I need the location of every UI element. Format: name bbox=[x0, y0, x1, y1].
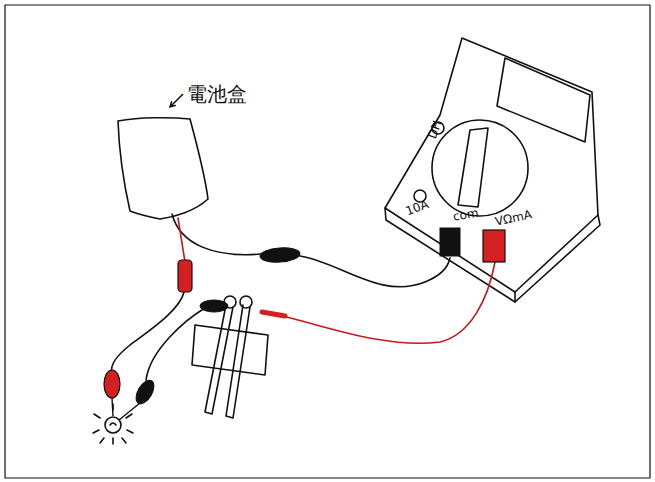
electrode bbox=[226, 305, 250, 418]
jack-label: DH bbox=[426, 119, 444, 140]
red-plug bbox=[483, 230, 505, 262]
black-clip bbox=[260, 247, 301, 264]
red-clip bbox=[262, 312, 285, 316]
multimeter-base bbox=[385, 208, 600, 302]
battery-box-shape bbox=[118, 118, 208, 219]
jack-label: 10A bbox=[404, 198, 430, 217]
black-wire bbox=[172, 214, 262, 255]
electrode-holder bbox=[192, 325, 268, 375]
part-name: 電池盒 bbox=[187, 81, 247, 108]
dial-pointer bbox=[458, 128, 488, 207]
selector-dial bbox=[432, 120, 528, 216]
multimeter-body bbox=[385, 38, 598, 292]
com-plug bbox=[440, 228, 460, 256]
multimeter-display bbox=[497, 58, 590, 142]
black-clip bbox=[200, 300, 228, 312]
red-clip bbox=[178, 260, 192, 292]
multimeter-edge bbox=[514, 292, 516, 302]
bulb-wire bbox=[112, 292, 184, 372]
black-wire bbox=[300, 256, 450, 287]
bulb-wire bbox=[146, 308, 205, 380]
frame bbox=[5, 5, 650, 478]
leader-arrow bbox=[170, 94, 183, 107]
bulb-filament bbox=[110, 423, 116, 425]
red-wire bbox=[178, 218, 185, 262]
bulb bbox=[105, 417, 121, 433]
black-clip bbox=[132, 377, 157, 407]
red-wire bbox=[268, 262, 495, 343]
battery-box: 電池盒 bbox=[115, 75, 290, 225]
clip-jaw bbox=[112, 398, 140, 420]
red-clip bbox=[104, 370, 120, 398]
jack-label: com bbox=[452, 207, 479, 223]
electrode-hole bbox=[240, 296, 252, 308]
